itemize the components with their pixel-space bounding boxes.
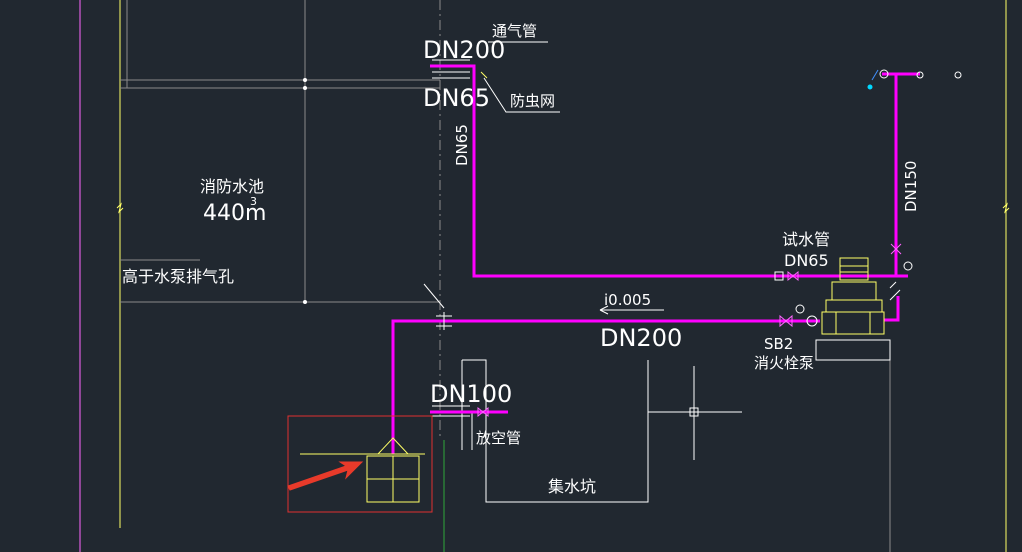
inlet-valve-icon[interactable] [779, 314, 793, 328]
highlight-region [287, 415, 433, 513]
wall-break-right [1002, 202, 1010, 214]
test-pipe-label: 试水管 [782, 230, 830, 249]
cyan-marker-icon [867, 84, 873, 90]
vent-pipe[interactable] [430, 64, 908, 278]
red-arrow-icon [287, 461, 364, 491]
riser-gauge-icon[interactable] [903, 261, 913, 271]
fire-pump-sb2[interactable] [815, 257, 901, 361]
pump-outlet-pipe[interactable] [884, 296, 900, 322]
test-pipe-valve-icon[interactable] [787, 270, 799, 282]
pump-foundation [815, 339, 891, 361]
pump-casing [825, 299, 883, 313]
top-node-3[interactable] [954, 71, 962, 79]
top-node-1[interactable] [879, 69, 889, 79]
fire-pool-volume-unit: 3 [250, 195, 257, 208]
top-node-2[interactable] [916, 71, 924, 79]
riser-dn150-label: DN150 [902, 161, 920, 212]
pipe-network [391, 64, 920, 454]
node-3 [303, 300, 307, 304]
fittings [432, 59, 962, 418]
vent-dn65-label: DN65 [423, 84, 490, 112]
wall-break-left [116, 202, 124, 214]
slope-label: i0.005 [604, 291, 651, 309]
red-highlight-box[interactable] [287, 415, 433, 513]
drain-pipe-label: 放空管 [476, 429, 521, 447]
slope-arrow [599, 305, 609, 315]
pump-body [831, 281, 877, 301]
test-pipe-cap[interactable] [774, 271, 784, 281]
fire-pool-name: 消防水池 [200, 177, 264, 196]
drain-valve-icon[interactable] [477, 406, 489, 418]
crosshair-box [689, 407, 699, 417]
riser-dn65-label: DN65 [453, 124, 471, 166]
vent-pipe-label: 通气管 [492, 22, 537, 40]
sump-pit-outline [462, 359, 649, 503]
test-dn65-label: DN65 [784, 251, 829, 270]
suction-bell [377, 437, 409, 455]
riser-valve-icon[interactable] [890, 243, 902, 255]
inlet-joint-icon [806, 315, 818, 327]
node-1 [303, 78, 307, 82]
slant-leader [423, 283, 445, 309]
insect-screen-label: 防虫网 [510, 92, 555, 110]
pump-outlet-check-icon [889, 281, 901, 301]
pump-motor-top [839, 257, 869, 281]
blue-tick-icon [871, 69, 879, 81]
screen-tick [480, 71, 488, 79]
pump-code-label: SB2 [764, 335, 793, 353]
vent-hole-label: 高于水泵排气孔 [122, 267, 234, 286]
screen-leader [483, 77, 560, 113]
vent-dn200-label: DN200 [423, 36, 505, 64]
structure-lines [79, 0, 1010, 552]
node-2 [303, 86, 307, 90]
inlet-gauge-icon[interactable] [795, 304, 805, 314]
drain-dn100-label: DN100 [430, 380, 512, 408]
pump-volute [821, 311, 885, 335]
pump-name-label: 消火栓泵 [754, 354, 814, 372]
fire-pool-volume: 440m [203, 201, 266, 226]
suction-main-dn200[interactable] [391, 319, 820, 454]
main-dn200-label: DN200 [600, 324, 682, 352]
labels: 通气管 DN200 DN65 防虫网 消防水池 440m 3 高于水泵排气孔 D… [122, 22, 920, 496]
sump-pit-label: 集水坑 [548, 477, 596, 496]
